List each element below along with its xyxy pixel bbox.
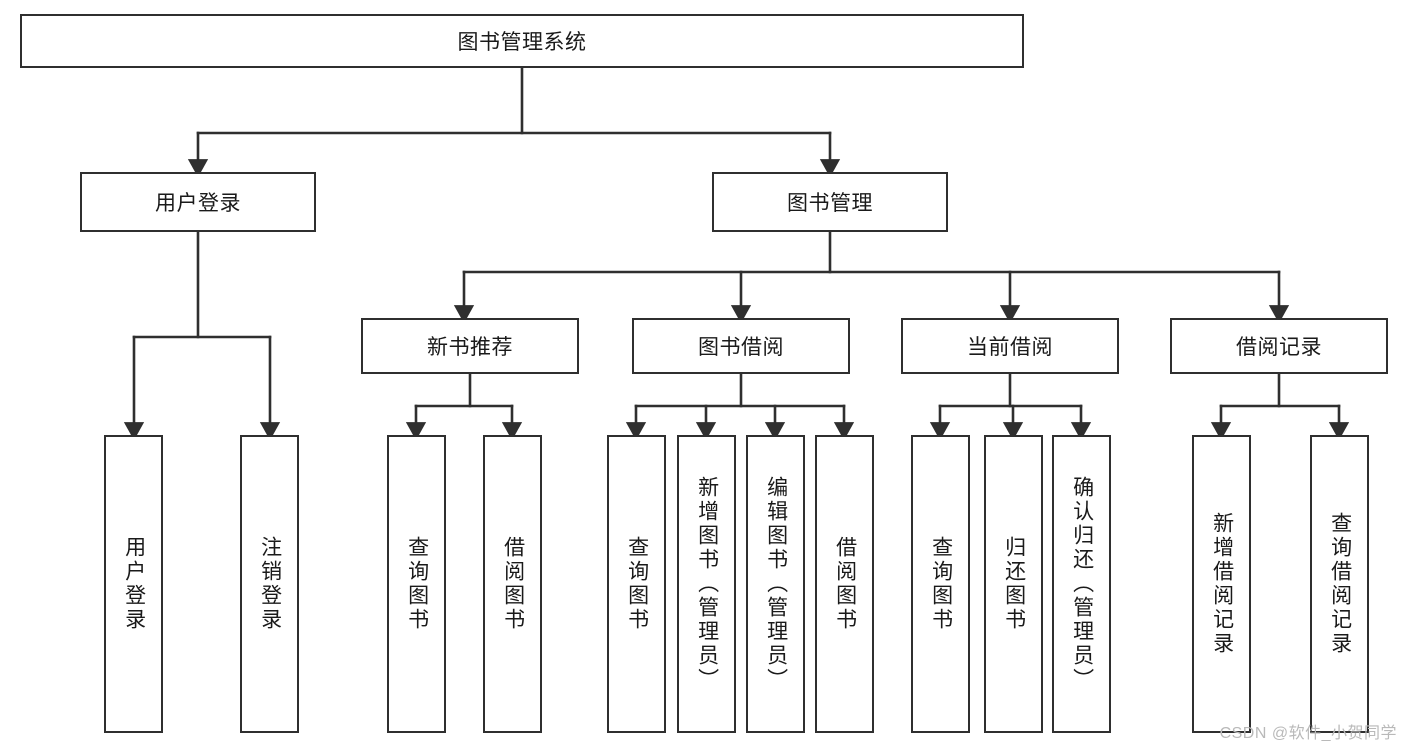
node-recommend-borrow-book[interactable]: 借阅图书: [483, 435, 542, 733]
node-book-manage[interactable]: 图书管理: [712, 172, 948, 232]
node-user-login-leaf[interactable]: 用户登录: [104, 435, 163, 733]
node-book-borrow-label: 图书借阅: [698, 336, 784, 359]
node-borrow-record[interactable]: 借阅记录: [1170, 318, 1388, 374]
node-current-return-book-label: 归还图书: [1002, 536, 1026, 632]
node-current-query-book[interactable]: 查询图书: [911, 435, 970, 733]
node-borrow-edit-book[interactable]: 编辑图书（管理员）: [746, 435, 805, 733]
node-recommend-query-book[interactable]: 查询图书: [387, 435, 446, 733]
node-book-manage-label: 图书管理: [787, 192, 873, 215]
node-root-label: 图书管理系统: [457, 31, 587, 54]
node-user-login-leaf-label: 用户登录: [122, 536, 146, 632]
node-root[interactable]: 图书管理系统: [20, 14, 1024, 68]
node-current-borrow-label: 当前借阅: [967, 336, 1053, 359]
node-current-query-book-label: 查询图书: [929, 536, 953, 632]
node-new-book-recommend[interactable]: 新书推荐: [361, 318, 579, 374]
node-current-confirm-return[interactable]: 确认归还（管理员）: [1052, 435, 1111, 733]
node-borrow-query-book-label: 查询图书: [625, 536, 649, 632]
node-borrow-query-book[interactable]: 查询图书: [607, 435, 666, 733]
node-borrow-add-book[interactable]: 新增图书（管理员）: [677, 435, 736, 733]
node-borrow-edit-book-label: 编辑图书（管理员）: [764, 476, 788, 692]
node-borrow-add-book-label: 新增图书（管理员）: [695, 476, 719, 692]
node-book-borrow[interactable]: 图书借阅: [632, 318, 850, 374]
node-user-logout-leaf[interactable]: 注销登录: [240, 435, 299, 733]
node-new-book-recommend-label: 新书推荐: [427, 336, 513, 359]
node-user-logout-leaf-label: 注销登录: [258, 536, 282, 632]
node-record-query[interactable]: 查询借阅记录: [1310, 435, 1369, 733]
node-borrow-borrow-book[interactable]: 借阅图书: [815, 435, 874, 733]
node-current-confirm-return-label: 确认归还（管理员）: [1070, 476, 1094, 692]
csdn-watermark: CSDN @软件_小贺同学: [1219, 725, 1397, 742]
node-user-login[interactable]: 用户登录: [80, 172, 316, 232]
node-user-login-label: 用户登录: [155, 192, 241, 215]
node-recommend-query-book-label: 查询图书: [405, 536, 429, 632]
node-record-add-label: 新增借阅记录: [1210, 512, 1234, 656]
node-record-query-label: 查询借阅记录: [1328, 512, 1352, 656]
node-borrow-borrow-book-label: 借阅图书: [833, 536, 857, 632]
node-current-return-book[interactable]: 归还图书: [984, 435, 1043, 733]
node-borrow-record-label: 借阅记录: [1236, 336, 1322, 359]
node-current-borrow[interactable]: 当前借阅: [901, 318, 1119, 374]
node-recommend-borrow-book-label: 借阅图书: [501, 536, 525, 632]
node-record-add[interactable]: 新增借阅记录: [1192, 435, 1251, 733]
